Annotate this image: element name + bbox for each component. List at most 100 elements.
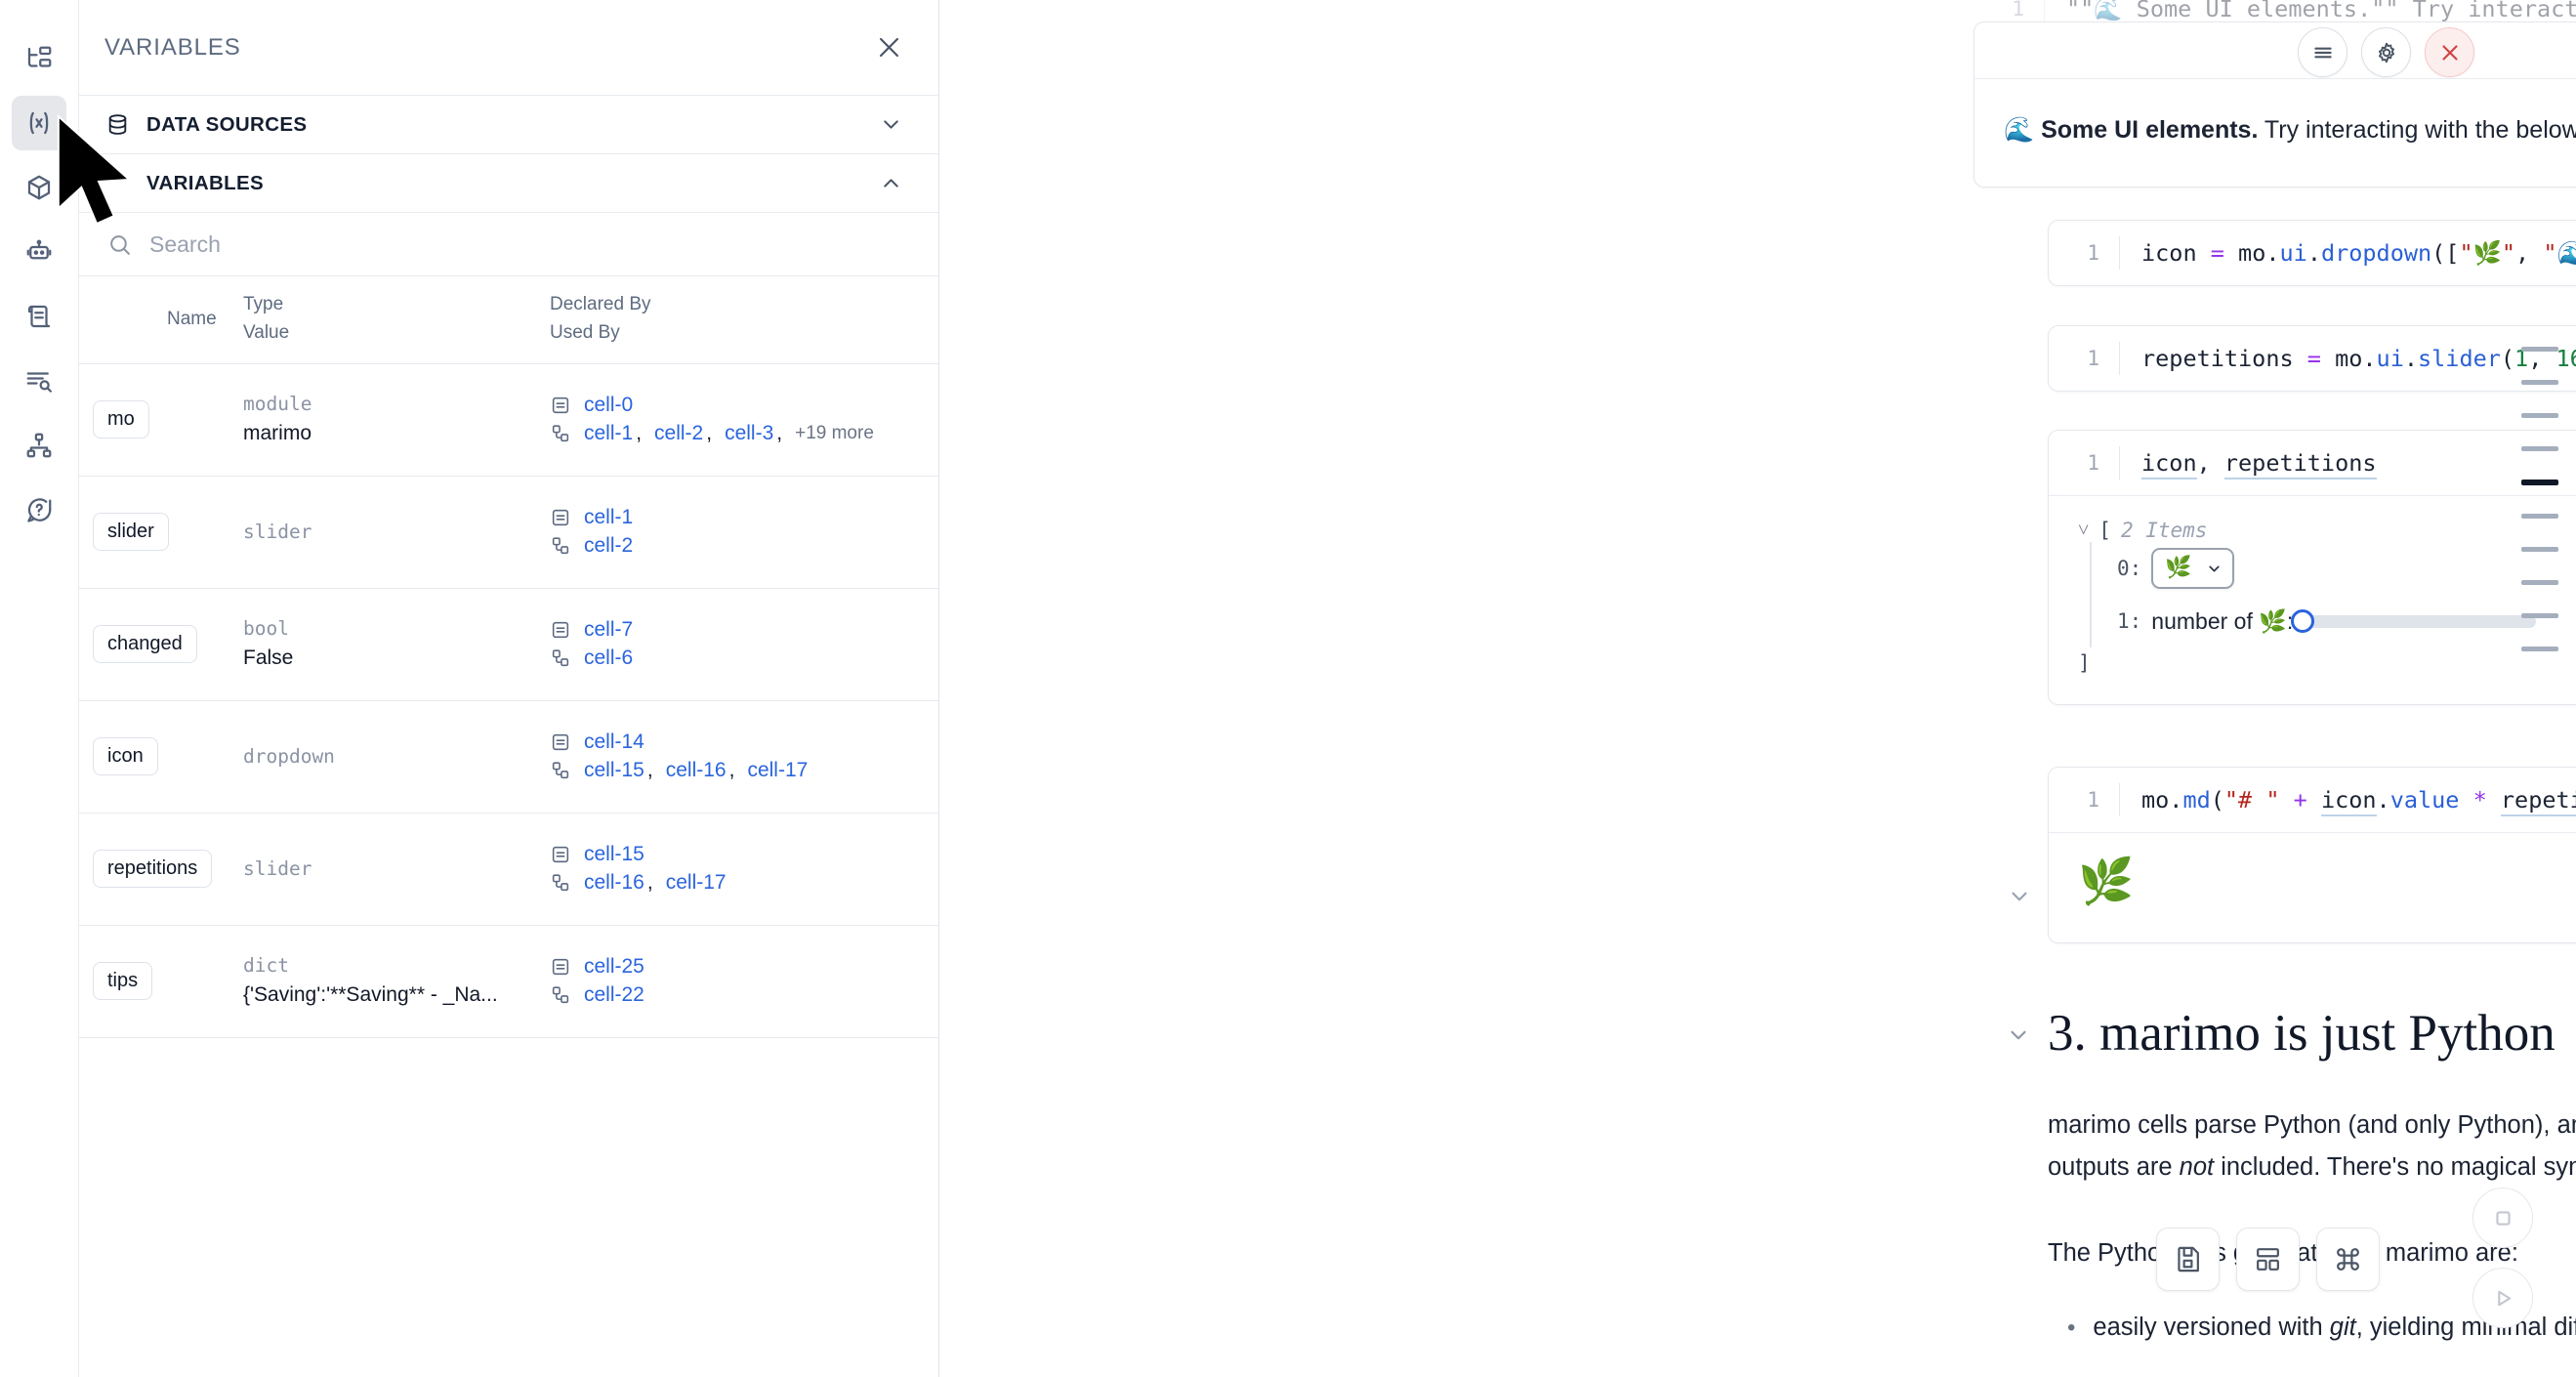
used-by-icon — [550, 984, 571, 1006]
code-content[interactable]: repetitions = mo.ui.slider(1, 16, label=… — [2119, 342, 2576, 375]
cell-link[interactable]: cell-6 — [584, 647, 634, 670]
help-icon[interactable] — [12, 482, 66, 537]
variable-name-chip[interactable]: slider — [93, 513, 169, 552]
used-by-icon — [550, 872, 571, 894]
more-count-label[interactable]: +19 more — [795, 423, 874, 444]
minimap-line[interactable] — [2521, 514, 2558, 519]
cell-link[interactable]: cell-17 — [747, 759, 809, 782]
separator: , — [646, 759, 653, 782]
save-icon[interactable] — [2156, 1228, 2220, 1291]
collapse-section-chevron[interactable] — [1989, 1001, 2048, 1048]
collapse-cell-chevron[interactable] — [2007, 884, 2032, 909]
separator: , — [776, 422, 783, 445]
used-by-icon — [550, 760, 571, 781]
packages-icon[interactable] — [12, 160, 66, 215]
minimap-line[interactable] — [2521, 380, 2558, 385]
variable-name-chip[interactable]: changed — [93, 625, 197, 664]
scratchpad-icon[interactable] — [12, 289, 66, 344]
minimap-line[interactable] — [2521, 613, 2558, 618]
variables-icon[interactable] — [12, 96, 66, 150]
cell-link[interactable]: cell-1 — [584, 506, 634, 529]
bracket-open: [ — [2098, 518, 2111, 542]
close-icon[interactable] — [875, 33, 903, 62]
minimap-line[interactable] — [2521, 547, 2558, 552]
code-cell-slider[interactable]: 1 repetitions = mo.ui.slider(1, 16, labe… — [2048, 325, 2576, 392]
cell-menu-button[interactable] — [2298, 27, 2347, 77]
variable-name-chip[interactable]: tips — [93, 962, 153, 1001]
cell-link[interactable]: cell-16 — [584, 871, 644, 895]
cell-link[interactable]: cell-15 — [584, 759, 644, 782]
variable-name-chip[interactable]: repetitions — [93, 850, 213, 889]
cell-link[interactable]: cell-16 — [665, 759, 727, 782]
markdown-cell: r f markdown 🌊 Some UI elements. Try int… — [1974, 21, 2576, 188]
code-content[interactable]: mo.md("# " + icon.value * repetitions.va… — [2119, 783, 2576, 816]
minimap-line[interactable] — [2521, 446, 2558, 451]
cell-link[interactable]: cell-17 — [665, 871, 727, 895]
command-icon[interactable] — [2316, 1228, 2380, 1291]
minimap[interactable] — [2504, 0, 2576, 1377]
cell-link[interactable]: cell-0 — [584, 394, 634, 417]
declared-by-icon — [550, 619, 571, 641]
variable-type: slider — [243, 856, 312, 880]
variable-name-chip[interactable]: icon — [93, 737, 158, 776]
panel-title: VARIABLES — [104, 33, 241, 61]
variable-name-chip[interactable]: mo — [93, 400, 149, 439]
slider-thumb[interactable] — [2291, 609, 2315, 633]
gear-icon[interactable] — [2361, 27, 2411, 77]
section-paragraph-1: marimo cells parse Python (and only Pyth… — [2048, 1105, 2576, 1188]
paragraph-text-b: included. There's no magical syntax. — [2221, 1152, 2576, 1181]
cell-link[interactable]: cell-22 — [584, 983, 644, 1007]
cell-link[interactable]: cell-2 — [654, 422, 704, 445]
outline-search-icon[interactable] — [12, 354, 66, 408]
minimap-line[interactable] — [2521, 347, 2558, 352]
chevron-down-icon[interactable]: ˅ — [2078, 518, 2090, 541]
variable-type-value-cell: slider — [243, 855, 550, 883]
separator: , — [706, 422, 713, 445]
code-cell-refs[interactable]: 1 icon, repetitions — [2049, 431, 2576, 496]
code-cell-dropdown[interactable]: 1 icon = mo.ui.dropdown(["🌿", "🌊", "✨"],… — [2048, 220, 2576, 286]
ui-dropdown[interactable]: 🌿 — [2151, 548, 2234, 589]
chevron-down-icon[interactable] — [879, 112, 903, 137]
declared-by-row: cell-14 — [550, 730, 919, 754]
cell-link[interactable]: cell-25 — [584, 955, 644, 979]
chat-bot-icon[interactable] — [12, 225, 66, 279]
minimap-line[interactable] — [2521, 480, 2558, 485]
layout-icon[interactable] — [2236, 1228, 2300, 1291]
minimap-line[interactable] — [2521, 647, 2558, 651]
minimap-line[interactable] — [2521, 580, 2558, 585]
code-content[interactable]: icon, repetitions — [2119, 446, 2576, 480]
dependency-graph-icon[interactable] — [12, 418, 66, 473]
code-content[interactable]: icon = mo.ui.dropdown(["🌿", "🌊", "✨"], v… — [2119, 236, 2576, 270]
search-input[interactable] — [149, 230, 903, 258]
chevron-up-icon[interactable] — [879, 171, 903, 195]
variable-type: module — [243, 392, 312, 415]
section-marimo-is-just-python: 3. marimo is just Python marimo cells pa… — [1989, 1001, 2576, 1342]
slider-track[interactable] — [2291, 609, 2537, 633]
cell-delete-button[interactable] — [2425, 27, 2474, 77]
database-icon — [105, 112, 130, 137]
bullet-text-b: , yielding minimal diffs — [2355, 1313, 2576, 1341]
file-explorer-icon[interactable] — [12, 31, 66, 86]
play-icon[interactable] — [2472, 1268, 2533, 1328]
stop-icon[interactable] — [2472, 1188, 2533, 1248]
column-header-used-by: Used By — [550, 322, 620, 344]
json-tree-root[interactable]: ˅ [ 2 Items — [2078, 518, 2576, 542]
minimap-line[interactable] — [2521, 413, 2558, 418]
variable-refs-cell: cell-25 cell-22 — [550, 950, 938, 1012]
cell-link[interactable]: cell-2 — [584, 534, 634, 558]
section-data-sources[interactable]: DATA SOURCES — [79, 96, 938, 154]
cell-link[interactable]: cell-3 — [725, 422, 774, 445]
cell-link[interactable]: cell-7 — [584, 618, 634, 642]
section-variables[interactable]: VARIABLES — [79, 154, 938, 213]
cell-link[interactable]: cell-15 — [584, 843, 644, 866]
code-cell-md[interactable]: 1 mo.md("# " + icon.value * repetitions.… — [2049, 768, 2576, 833]
cell-link[interactable]: cell-1 — [584, 422, 634, 445]
left-icon-rail — [0, 0, 79, 1377]
declared-by-row: cell-1 — [550, 506, 919, 529]
cell-link[interactable]: cell-14 — [584, 730, 644, 754]
ui-slider[interactable]: number of 🌿: — [2151, 608, 2537, 635]
